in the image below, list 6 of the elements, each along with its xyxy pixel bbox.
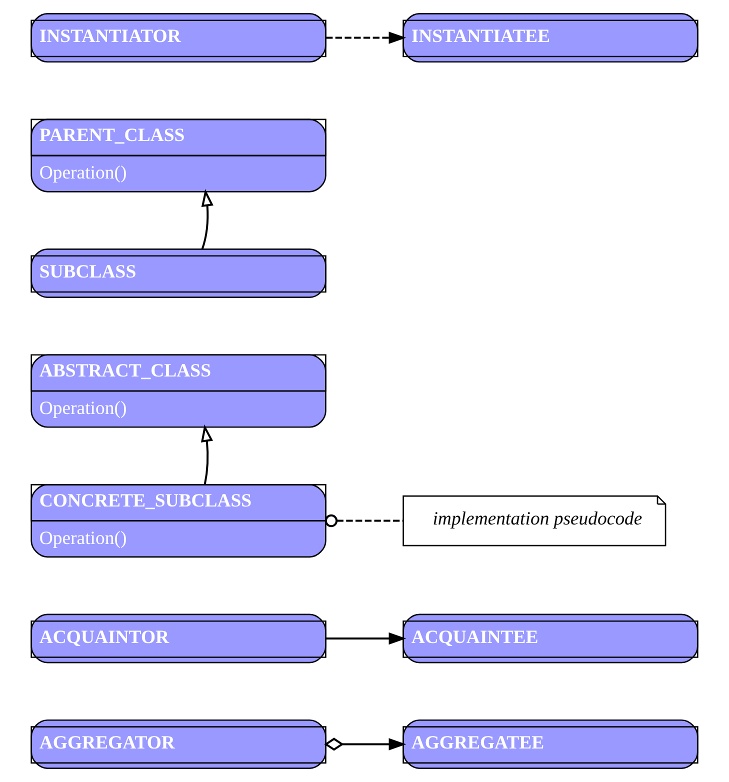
arrow (200, 424, 214, 485)
arrow (326, 32, 406, 44)
connector (324, 514, 404, 528)
arrow (326, 632, 406, 645)
arrow (201, 189, 214, 250)
arrow (324, 738, 406, 751)
